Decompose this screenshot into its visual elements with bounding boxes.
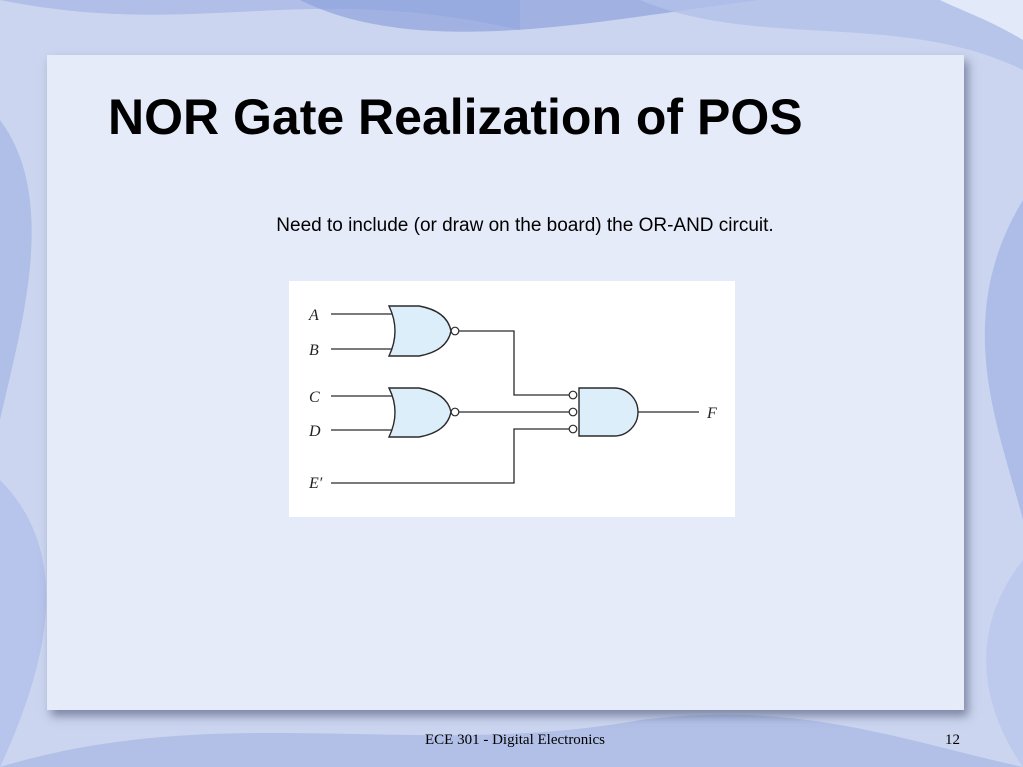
wire-gate1-to-and [459, 330, 569, 396]
nor-gate-1 [387, 305, 452, 357]
nor-gate-1-bubble [450, 326, 460, 336]
output-label-f: F [706, 405, 717, 422]
slide-footer: ECE 301 - Digital Electronics 12 [0, 732, 1023, 754]
input-label-a: A [308, 307, 319, 324]
and-input-bubble-3 [568, 424, 578, 434]
input-label-b: B [309, 342, 319, 359]
nor-gate-2-bubble [450, 407, 460, 417]
and-input-bubble-2 [568, 407, 578, 417]
input-label-d: D [308, 423, 321, 440]
nor-gate-2 [387, 387, 452, 438]
input-label-e-prime: E′ [308, 475, 323, 492]
input-label-c: C [309, 389, 320, 406]
and-input-bubble-1 [568, 390, 578, 400]
output-gate [578, 387, 639, 437]
circuit-diagram: A B C D E′ F [289, 281, 735, 517]
footer-course-title: ECE 301 - Digital Electronics [425, 732, 605, 748]
slide-title: NOR Gate Realization of POS [108, 89, 803, 145]
wire-input-e [331, 428, 569, 484]
slide-number: 12 [945, 732, 960, 748]
slide-subtitle: Need to include (or draw on the board) t… [276, 215, 774, 236]
